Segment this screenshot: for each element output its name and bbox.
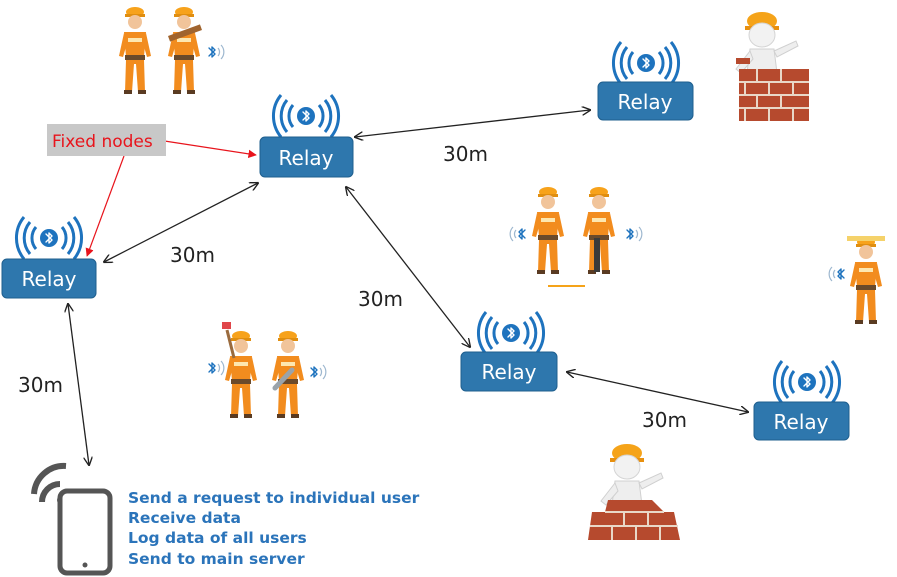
distance-label: 30m: [642, 408, 687, 432]
brick-wall-icon: [738, 68, 810, 122]
relay-label: Relay: [482, 360, 537, 384]
bluetooth-icon: [627, 227, 642, 241]
worker-group-center: [510, 187, 642, 287]
task-item: Send a request to individual user: [128, 489, 420, 507]
link-top-to-middle: [346, 187, 470, 347]
distance-label: 30m: [170, 243, 215, 267]
worker-icon: [168, 7, 200, 94]
worker-right: [829, 236, 885, 324]
worker-icon: [850, 237, 882, 324]
worker-group-bottom-left: [209, 322, 326, 418]
relay-top: Relay: [259, 95, 354, 178]
worker-icon: [119, 7, 151, 94]
distance-label: 30m: [18, 373, 63, 397]
bluetooth-icon: [829, 267, 844, 281]
relay-right-top: Relay: [597, 42, 694, 121]
bluetooth-icon: [209, 45, 224, 59]
smartphone: [31, 462, 113, 576]
task-item: Receive data: [128, 509, 241, 527]
worker-icon: [532, 187, 564, 274]
bricklayer-top-right: [735, 11, 810, 122]
phone-task-list: Send a request to individual user Receiv…: [128, 489, 420, 568]
fixed-arrow-to-top-relay: [157, 139, 257, 159]
link-middle-to-rightbottom: [567, 372, 748, 412]
task-item: Log data of all users: [128, 529, 307, 547]
relay-label: Relay: [22, 267, 77, 291]
bluetooth-icon: [774, 361, 839, 403]
link-top-to-righttop: [355, 110, 590, 137]
relay-right-bottom: Relay: [753, 361, 850, 441]
distance-label: 30m: [358, 287, 403, 311]
fixed-arrow-to-left-relay: [85, 155, 125, 257]
fixed-nodes-label: Fixed nodes: [47, 124, 166, 156]
relay-label: Relay: [774, 410, 829, 434]
worker-group-top-left: [119, 7, 224, 94]
bluetooth-icon: [273, 95, 338, 137]
fixed-nodes-text: Fixed nodes: [52, 132, 153, 152]
bricklayer-bottom: [588, 443, 680, 540]
relay-label: Relay: [618, 90, 673, 114]
bluetooth-icon: [510, 227, 525, 241]
link-left-to-phone: [68, 304, 89, 465]
bluetooth-icon: [613, 42, 678, 84]
relay-label: Relay: [279, 146, 334, 170]
distance-label: 30m: [443, 142, 488, 166]
bluetooth-icon: [16, 217, 81, 259]
bluetooth-icon: [478, 312, 543, 354]
smartphone-icon: [57, 488, 113, 576]
relay-middle: Relay: [460, 312, 558, 392]
bluetooth-icon: [311, 365, 326, 379]
link-left-to-top: [104, 183, 258, 262]
relay-left: Relay: [1, 217, 97, 299]
bluetooth-icon: [209, 361, 224, 375]
task-item: Send to main server: [128, 550, 305, 568]
